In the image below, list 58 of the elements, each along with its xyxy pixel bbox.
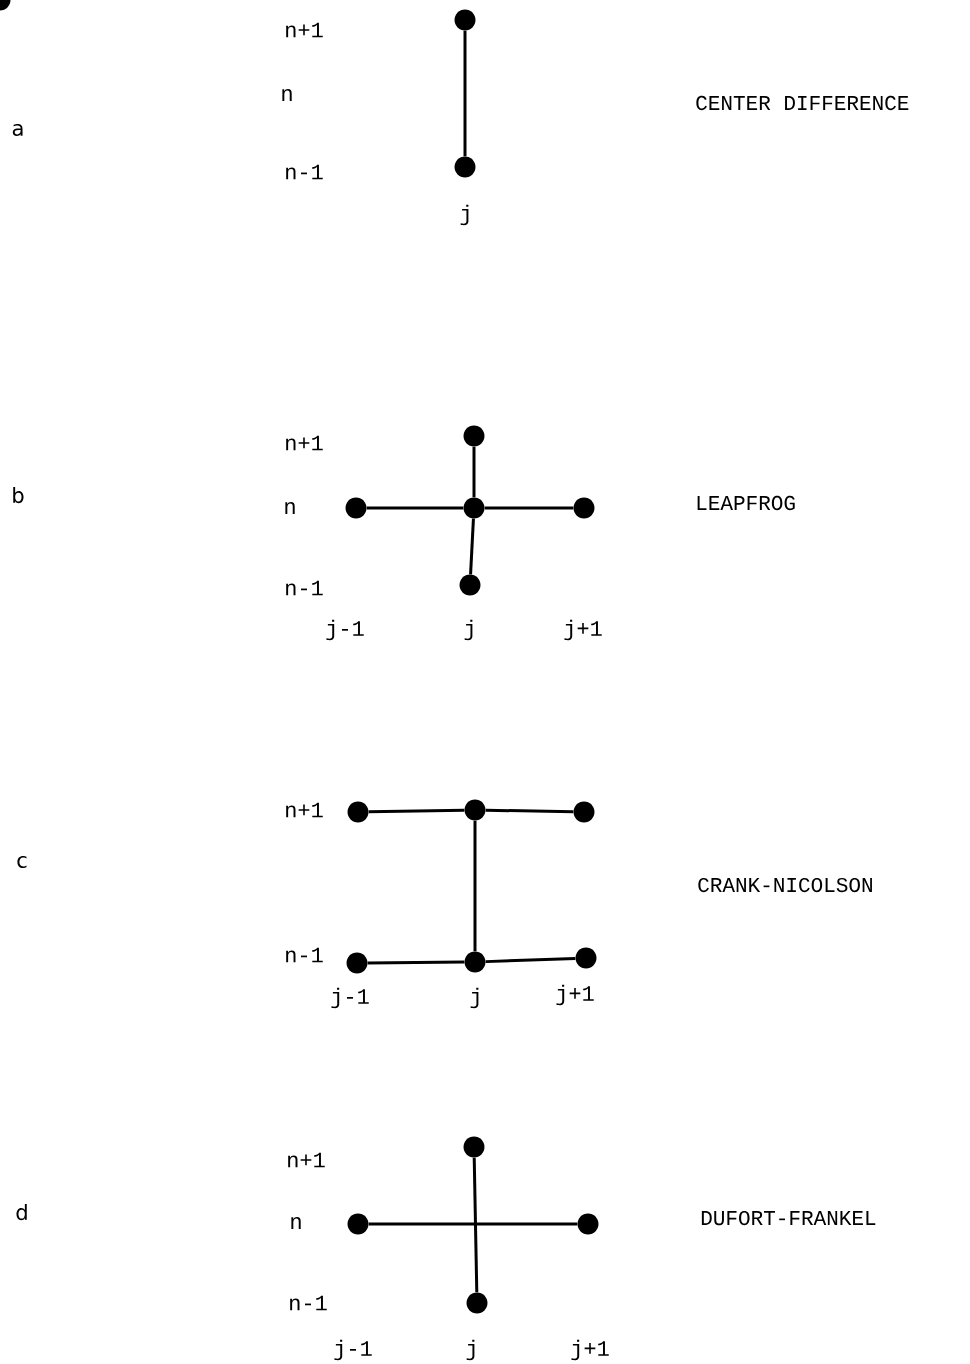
index-label: n+1 — [286, 435, 323, 451]
index-label: n — [285, 502, 295, 514]
grid-point — [454, 156, 476, 178]
grid-point — [466, 1292, 488, 1314]
stencil-line — [368, 808, 465, 814]
panel-letter: c — [17, 856, 27, 869]
grid-point — [463, 1136, 485, 1158]
stencil-line — [473, 820, 477, 952]
stencil-line — [368, 1222, 578, 1226]
grid-point — [459, 574, 481, 596]
index-label: n+1 — [288, 1152, 325, 1168]
grid-point — [575, 947, 597, 969]
index-label: j-1 — [334, 1339, 372, 1361]
scheme-name: LEAPFROG — [697, 495, 795, 511]
stencil-line — [472, 446, 476, 498]
index-label: n+1 — [286, 22, 323, 38]
index-label: j+1 — [564, 619, 602, 641]
grid-point — [347, 1213, 369, 1235]
stencil-line — [463, 30, 467, 157]
grid-point — [454, 9, 476, 31]
panel-letter: b — [13, 486, 24, 504]
index-label: n+1 — [286, 802, 323, 818]
index-label: j-1 — [331, 987, 369, 1009]
grid-point — [347, 801, 369, 823]
scheme-name: CENTER DIFFERENCE — [696, 95, 909, 111]
stencil-line — [366, 506, 464, 510]
index-label: n-1 — [286, 580, 323, 596]
index-label: n — [291, 1217, 301, 1229]
stencil-line — [485, 956, 576, 964]
index-label: j-1 — [326, 619, 364, 641]
index-label: j+1 — [571, 1339, 609, 1361]
grid-point — [345, 497, 367, 519]
grid-point — [463, 497, 485, 519]
grid-point — [0, 0, 11, 11]
grid-point — [573, 801, 595, 823]
stencil-line — [472, 1157, 479, 1293]
panel-letter: a — [12, 123, 23, 137]
scheme-name: CRANK-NICOLSON — [698, 877, 872, 893]
stencil-line — [484, 506, 574, 510]
index-label: n-1 — [290, 1295, 327, 1311]
index-label: j — [466, 1339, 475, 1361]
index-label: j+1 — [556, 984, 594, 1006]
index-label: j — [460, 204, 469, 226]
panel-letter: d — [16, 1203, 27, 1221]
grid-point — [464, 799, 486, 821]
scheme-name: DUFORT-FRANKEL — [701, 1210, 876, 1226]
stencil-line — [469, 518, 475, 575]
index-label: n-1 — [286, 947, 323, 963]
stencil-line — [367, 960, 465, 965]
index-label: j — [464, 619, 473, 641]
stencil-line — [485, 808, 574, 814]
index-label: n — [282, 89, 292, 101]
grid-point — [463, 425, 485, 447]
index-label: n-1 — [286, 164, 323, 180]
grid-point — [346, 952, 368, 974]
grid-point — [577, 1213, 599, 1235]
grid-point — [464, 951, 486, 973]
grid-point — [573, 497, 595, 519]
